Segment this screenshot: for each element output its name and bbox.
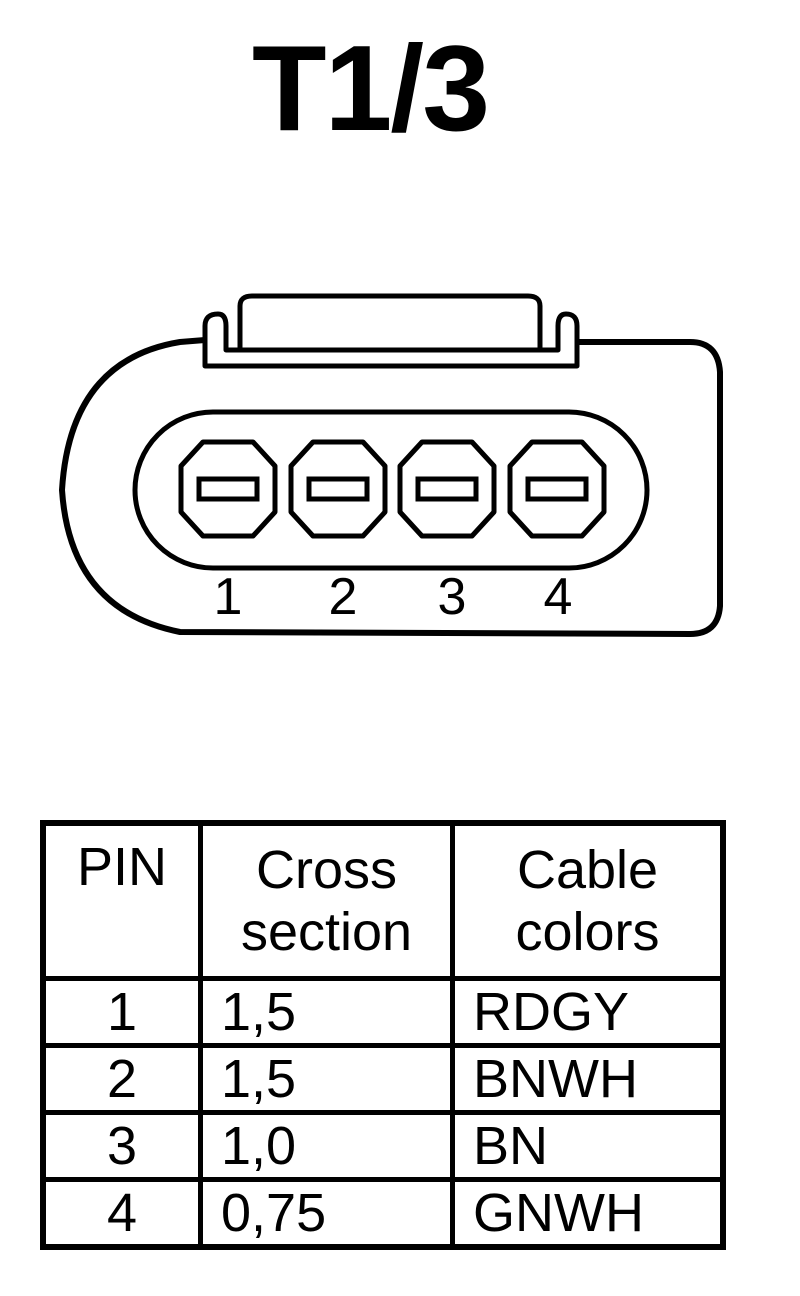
table-row: 1 1,5 RDGY xyxy=(40,976,726,1048)
connector-pin-cavity xyxy=(132,409,650,571)
cell-cable-color: BN xyxy=(450,1110,726,1182)
connector-pin-2 xyxy=(288,439,388,539)
cell-cross-section: 1,5 xyxy=(198,1043,455,1115)
cell-pin: 3 xyxy=(40,1110,203,1182)
connector-pin-3 xyxy=(397,439,497,539)
table-row: 4 0,75 GNWH xyxy=(40,1177,726,1250)
connector-latch xyxy=(202,311,580,369)
cell-cross-section: 1,0 xyxy=(198,1110,455,1182)
header-pin: PIN xyxy=(40,820,203,981)
pin-label-1: 1 xyxy=(214,568,243,626)
connector-housing xyxy=(59,337,723,637)
connector-diagram: 1 2 3 4 xyxy=(59,293,723,637)
cell-pin: 2 xyxy=(40,1043,203,1115)
cell-cross-section: 1,5 xyxy=(198,976,455,1048)
pin-assignment-table: PIN Cross section Cable colors 1 1,5 RDG… xyxy=(40,820,726,1250)
table-header-row: PIN Cross section Cable colors xyxy=(40,820,726,981)
cell-cross-section: 0,75 xyxy=(198,1177,455,1250)
cell-pin: 1 xyxy=(40,976,203,1048)
table-row: 2 1,5 BNWH xyxy=(40,1043,726,1115)
cell-cable-color: GNWH xyxy=(450,1177,726,1250)
table-row: 3 1,0 BN xyxy=(40,1110,726,1182)
pin-label-4: 4 xyxy=(544,568,573,626)
connector-title: T1/3 xyxy=(251,20,490,156)
header-cable-colors: Cable colors xyxy=(450,820,726,981)
header-cross-section: Cross section xyxy=(198,820,455,981)
cell-cable-color: RDGY xyxy=(450,976,726,1048)
connector-pin-1 xyxy=(178,439,278,539)
connector-pin-4 xyxy=(507,439,607,539)
pin-label-3: 3 xyxy=(438,568,467,626)
connector-latch-top xyxy=(237,293,543,350)
cell-pin: 4 xyxy=(40,1177,203,1250)
pin-label-2: 2 xyxy=(329,568,358,626)
cell-cable-color: BNWH xyxy=(450,1043,726,1115)
